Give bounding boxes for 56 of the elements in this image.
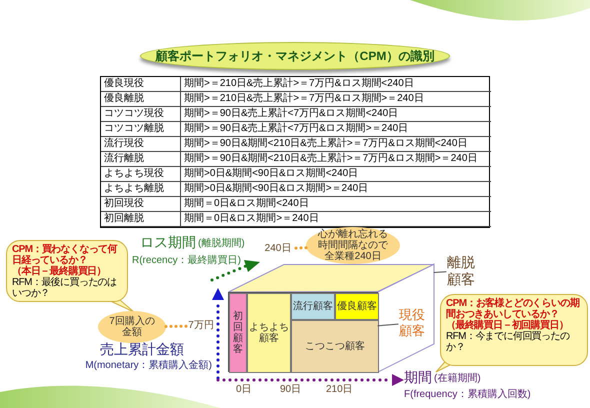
- front-face-panel: [228, 292, 378, 372]
- table-cell: コツコツ現役: [101, 107, 181, 122]
- cube-top-face: [228, 264, 434, 292]
- table-cell: 期間>＝210日&売上累計>＝7万円&ロス期間>＝240日: [181, 92, 491, 107]
- speech-bubble: [6, 240, 128, 302]
- table-cell: 期間>＝90日&売上累計<7万円&ロス期間>＝240日: [181, 122, 491, 137]
- speech-bubble: [440, 294, 588, 366]
- axis-title: 売上累計金額: [100, 342, 184, 356]
- bubble-text: CPM：買わなくなって何日経っているか？: [12, 244, 118, 266]
- bubble-text: CPM：お客様とどのくらいの期間おつきあいしているか？: [446, 298, 580, 320]
- table-cell: 期間>0日&期間<90日&ロス期間<240日: [181, 167, 491, 182]
- bubble-text: （本日－最終購買日）: [12, 266, 108, 277]
- table-cell: 期間>＝90日&売上累計<7万円&ロス期間<240日: [181, 107, 491, 122]
- customer-segment: 初回顧客: [229, 293, 247, 373]
- title-text: 顧客ポートフォリオ・マネジメント（CPM）の識別: [156, 48, 434, 65]
- axis-tick-label: 240日: [264, 243, 292, 255]
- axis-subtitle: (離脱期間): [198, 239, 245, 249]
- cloud-text: 7回購入の金額: [108, 316, 156, 338]
- table-cell: 期間>＝90日&期間<210日&売上累計>＝7万円&ロス期間<240日: [181, 137, 491, 152]
- axis-subtitle: (在籍期間): [434, 374, 481, 384]
- table-cell: 期間>＝210日&売上累計>＝7万円&ロス期間<240日: [181, 77, 491, 92]
- bubble-text: RFM：今までに何回買ったのか？: [446, 331, 570, 353]
- table-cell: 流行現役: [101, 137, 181, 152]
- customer-segment: 優良顧客: [335, 293, 379, 320]
- table-cell: 期間＝0日&ロス期間<240日: [181, 197, 491, 212]
- table-cell: よちよち離脱: [101, 182, 181, 197]
- dotted-leader-line: [164, 324, 188, 328]
- axis-title: ロス期間: [140, 235, 196, 249]
- table-cell: 優良現役: [101, 77, 181, 92]
- axis-tick-label: 0日: [236, 385, 252, 395]
- axis-subtitle: R(recency：最終購買日): [132, 256, 241, 266]
- axis-tick-label: 90日: [280, 385, 302, 395]
- table-cell: 期間>＝90日&期間<210日&売上累計>＝7万円&ロス期間>＝240日: [181, 152, 491, 167]
- axis-tick-label: 210日: [326, 385, 353, 395]
- axis-tick-label: 7万円: [186, 320, 216, 332]
- customer-segment: こつこつ顧客: [291, 320, 379, 373]
- axis-subtitle: F(frequency：累積購入回数): [404, 390, 531, 400]
- table-cell: 初回離脱: [101, 212, 181, 227]
- segment-label: 現役顧客: [398, 306, 426, 340]
- table-cell: よちよち現役: [101, 167, 181, 182]
- leader-line: [434, 271, 446, 273]
- table-cell: 期間>0日&期間<90日&ロス期間>＝240日: [181, 182, 491, 197]
- table-cell: 流行離脱: [101, 152, 181, 167]
- cloud-text: 心が離れ忘れる時間間隔なので全業種240日: [316, 229, 389, 262]
- customer-segment: よちよち顧客: [247, 293, 291, 373]
- table-cell: 初回現役: [101, 197, 181, 212]
- bubble-text: （最終購買日－初回購買日）: [446, 320, 570, 331]
- table-cell: 期間＝0日&ロス期間>＝240日: [181, 212, 491, 227]
- leader-line: [378, 324, 398, 326]
- axis-subtitle: M(monetary：累積購入金額): [85, 361, 212, 371]
- table-cell: コツコツ離脱: [101, 122, 181, 137]
- table-cell: 優良離脱: [101, 92, 181, 107]
- customer-segment: 流行顧客: [291, 293, 335, 320]
- axis-title: 期間: [404, 370, 432, 384]
- segment-label: 離脱顧客: [446, 254, 476, 288]
- bubble-text: RFM：最後に買ったのはいつか？: [12, 277, 118, 299]
